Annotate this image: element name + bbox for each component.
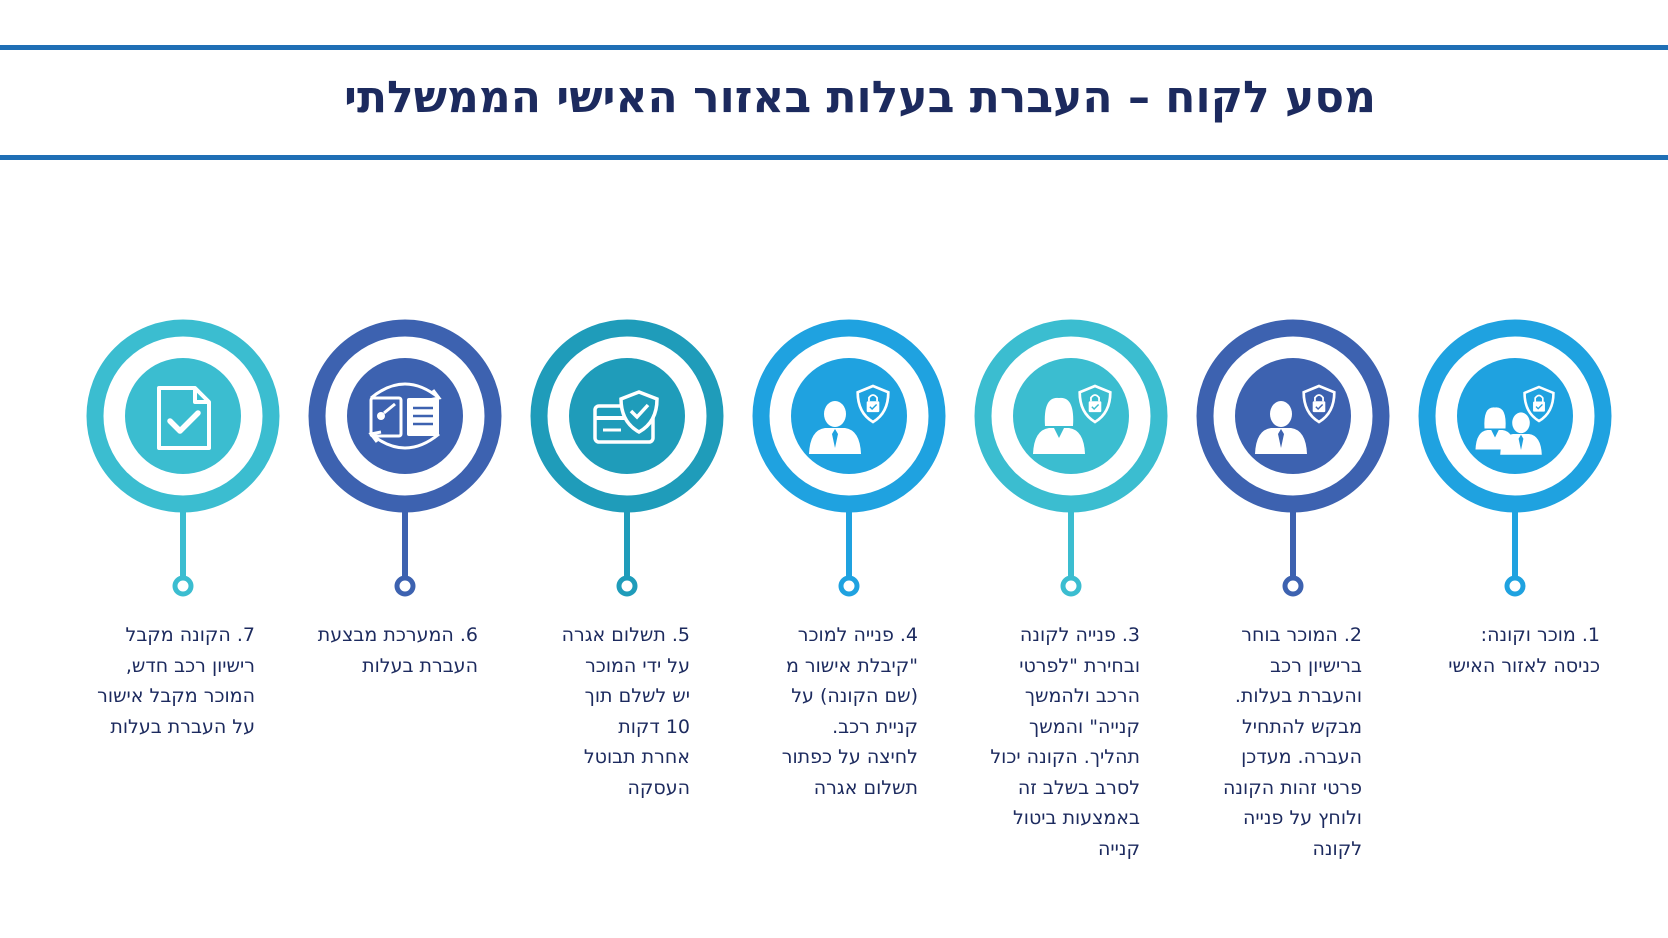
step-caption-line: המוכר מקבל אישור <box>97 685 255 707</box>
seller-shield-icon <box>1255 384 1336 454</box>
step-caption-line: 1. מוכר וקונה: <box>1480 624 1600 646</box>
step-2-node <box>1189 319 1397 620</box>
step-1-node <box>1411 319 1619 620</box>
step-caption-line: תשלום אגרה <box>813 776 918 799</box>
step-caption-line: יש לשלם תוך <box>584 685 690 707</box>
step-caption-line: ברישיון רכב <box>1270 654 1362 677</box>
step-caption-line: לחיצה על כפתור <box>781 746 918 768</box>
step-ring <box>86 319 280 513</box>
step-caption-line: תהליך. הקונה יכול <box>990 746 1140 768</box>
step-5-node <box>523 319 731 620</box>
step-pin <box>1504 575 1526 597</box>
step-4-node <box>745 319 953 620</box>
step-disc <box>1235 358 1351 474</box>
step-caption-line: 6. המערכת מבצעת <box>317 624 478 646</box>
step-2-caption: 2. המוכר בוחר ברישיון רכב והעברת בעלות. מבק… <box>1162 620 1362 864</box>
step-caption-line: על העברת בעלות <box>110 715 255 738</box>
step-pin <box>1060 575 1082 597</box>
step-ring <box>1196 319 1390 513</box>
step-4-caption: 4. פנייה למוכר "קיבלת אישור מ (שם הקונה) ע… <box>718 620 918 803</box>
step-pin <box>1282 575 1304 597</box>
step-disc <box>125 358 241 474</box>
step-caption-line: רישיון רכב חדש, <box>125 654 255 677</box>
step-caption-line: 4. פנייה למוכר <box>797 624 918 646</box>
step-pin <box>394 575 416 597</box>
seller-approval-shield-icon <box>809 384 890 454</box>
step-caption-line: קנייה" והמשך <box>1029 715 1140 738</box>
step-caption-line: העסקה <box>627 776 690 799</box>
step-caption-line: על ידי המוכר <box>585 654 690 677</box>
step-caption-line: והעברת בעלות. <box>1234 685 1362 707</box>
step-caption-line: ובחירת "לפרטי <box>1019 654 1140 677</box>
step-5-caption: 5. תשלום אגרה על ידי המוכר יש לשלם תוך 10 ד… <box>490 620 690 803</box>
step-caption-line: לסרב בשלב זה <box>1017 776 1140 799</box>
step-caption-line: 2. המוכר בוחר <box>1241 624 1362 646</box>
step-caption-line: אחרת תבוטל <box>583 746 690 768</box>
step-7-caption: 7. הקונה מקבל רישיון רכב חדש, המוכר מקבל א… <box>55 620 255 742</box>
top-rule <box>0 45 1668 50</box>
step-ring <box>530 319 724 513</box>
step-caption-line: ולוחץ על פנייה <box>1243 807 1362 829</box>
step-caption-line: (שם הקונה) על <box>791 685 918 707</box>
step-ring <box>308 319 502 513</box>
step-disc <box>347 358 463 474</box>
buyer-seller-shield-icon <box>1475 385 1555 455</box>
buyer-woman-shield-icon <box>1033 384 1112 454</box>
bottom-rule <box>0 155 1668 160</box>
payment-card-shield-icon <box>593 390 659 444</box>
step-6-caption: 6. המערכת מבצעת העברת בעלות <box>278 620 478 681</box>
step-7-node <box>79 319 287 620</box>
step-3-caption: 3. פנייה לקונה ובחירת "לפרטי הרכב ולהמשך קנ… <box>940 620 1140 864</box>
step-caption-line: קנייה <box>1098 837 1140 860</box>
step-ring <box>1418 319 1612 513</box>
step-caption-line: פרטי זהות הקונה <box>1223 776 1362 799</box>
step-caption-line: העברת בעלות <box>362 654 478 677</box>
step-caption-line: העברה. מעדכן <box>1241 746 1362 768</box>
step-caption-line: "קיבלת אישור מ <box>785 654 918 677</box>
step-caption-line: קניית רכב. <box>832 715 918 738</box>
step-ring <box>974 319 1168 513</box>
step-caption-line: מבקש להתחיל <box>1241 715 1362 738</box>
step-caption-line: 7. הקונה מקבל <box>125 624 255 646</box>
document-exchange-icon <box>368 382 442 450</box>
step-caption-line: הרכב ולהמשך <box>1024 685 1140 707</box>
step-ring <box>752 319 946 513</box>
page-title: מסע לקוח – העברת בעלות באזור האישי הממשל… <box>344 72 1376 123</box>
step-caption-line: 5. תשלום אגרה <box>561 624 690 646</box>
step-pin <box>838 575 860 597</box>
step-1-caption: 1. מוכר וקונה: כניסה לאזור האישי <box>1400 620 1600 681</box>
step-caption-line: 10 דקות <box>618 715 690 738</box>
step-disc <box>791 358 907 474</box>
step-caption-line: כניסה לאזור האישי <box>1448 654 1600 677</box>
document-check-icon <box>157 386 211 450</box>
step-caption-line: לקונה <box>1312 837 1362 860</box>
step-caption-line: באמצעות ביטול <box>1013 807 1140 829</box>
step-3-node <box>967 319 1175 620</box>
step-pin <box>616 575 638 597</box>
step-pin <box>172 575 194 597</box>
step-caption-line: 3. פנייה לקונה <box>1019 624 1140 646</box>
step-6-node <box>301 319 509 620</box>
